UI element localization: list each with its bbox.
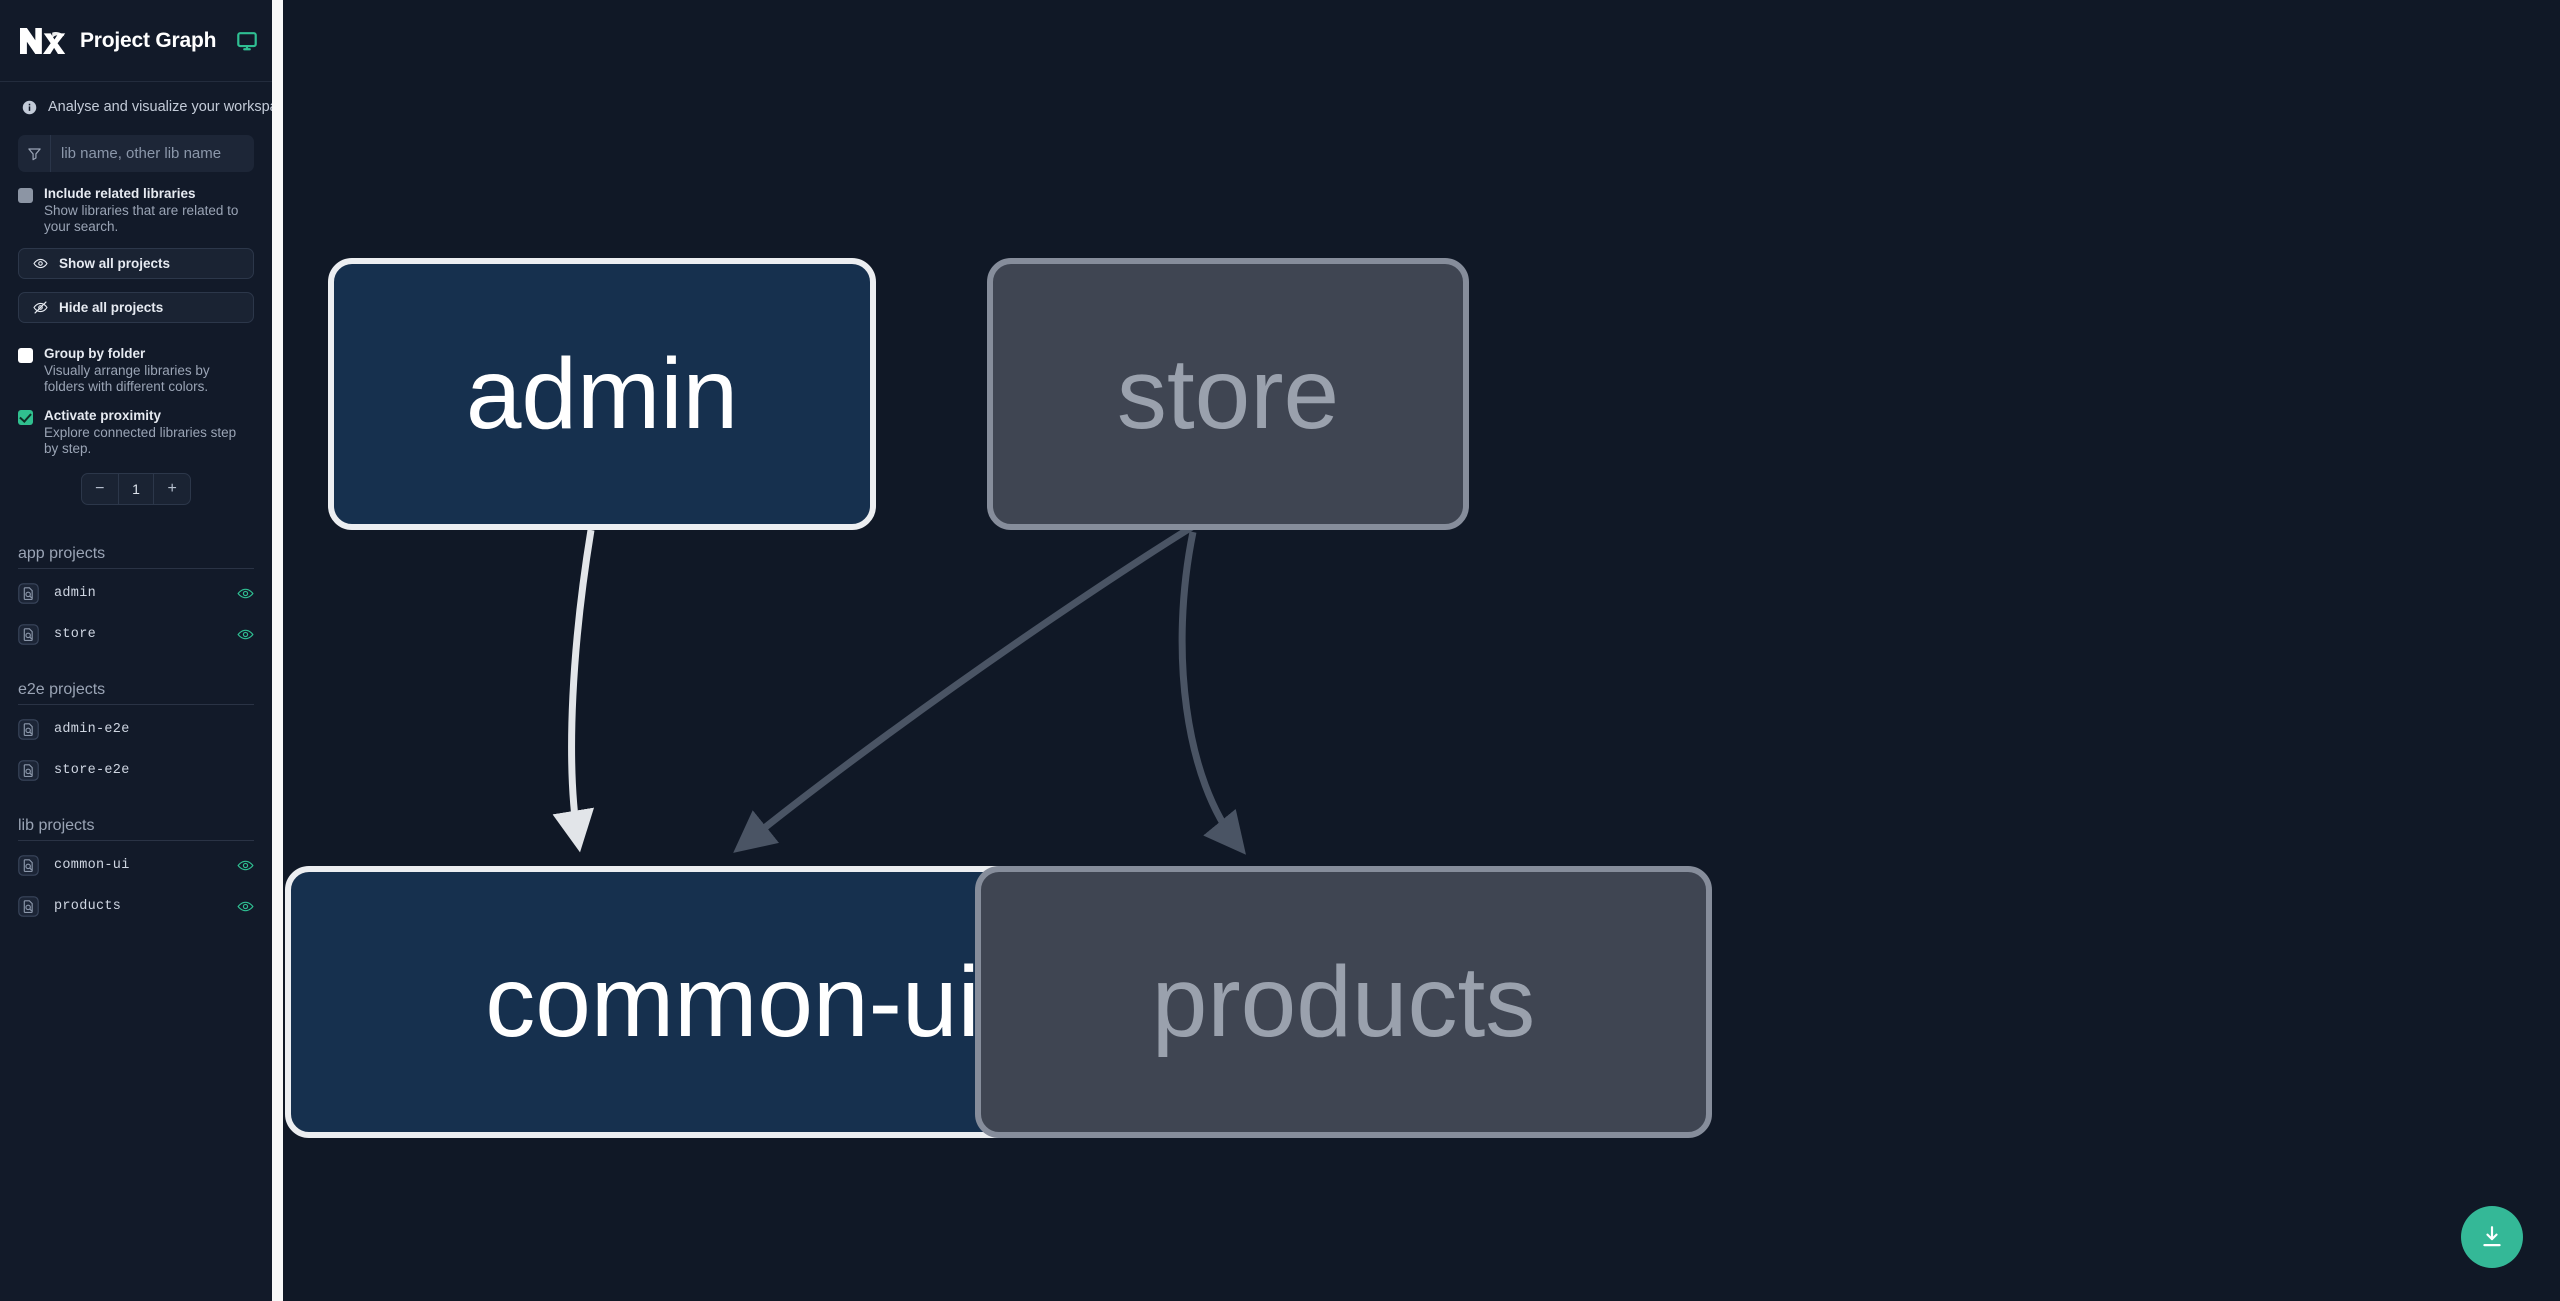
option-description: Explore connected libraries step by step… (44, 425, 237, 456)
proximity-stepper[interactable]: − 1 + (81, 473, 191, 505)
eye-icon (33, 258, 48, 269)
option-group-by-folder[interactable]: Group by folder Visually arrange librari… (0, 323, 272, 395)
project-file-icon (18, 719, 39, 740)
group-divider (18, 840, 254, 841)
graph-node-store[interactable]: store (987, 258, 1469, 530)
proximity-value: 1 (117, 474, 155, 504)
eye-icon[interactable] (237, 857, 254, 874)
option-texts: Include related libraries Show libraries… (44, 185, 252, 235)
project-name: store-e2e (54, 763, 130, 778)
project-file-icon (18, 760, 39, 781)
spacer (0, 791, 272, 817)
graph-node-label: store (1116, 338, 1340, 450)
info-icon (22, 100, 37, 114)
group-title-e2e-projects: e2e projects (18, 681, 106, 698)
download-icon (2483, 1226, 2501, 1247)
group-divider (18, 704, 254, 705)
project-row-store[interactable]: store (0, 614, 272, 655)
nx-logo-icon (20, 27, 66, 54)
option-description: Visually arrange libraries by folders wi… (44, 363, 210, 394)
eye-icon[interactable] (237, 898, 254, 915)
project-name: common-ui (54, 858, 130, 873)
option-activate-proximity[interactable]: Activate proximity Explore connected lib… (0, 395, 272, 457)
edge-store-to-products (1178, 531, 1246, 855)
option-include-related-libraries[interactable]: Include related libraries Show libraries… (0, 172, 272, 235)
download-graph-button[interactable] (2461, 1206, 2523, 1268)
project-file-icon (18, 896, 39, 917)
project-name: products (54, 899, 122, 914)
eye-icon[interactable] (237, 585, 254, 602)
project-name: admin-e2e (54, 722, 130, 737)
project-row-admin[interactable]: admin (0, 573, 272, 614)
checkbox-activate-proximity[interactable] (18, 410, 33, 425)
checkbox-include-related-libraries[interactable] (18, 188, 33, 203)
eye-off-icon (33, 301, 48, 314)
project-name: store (54, 627, 97, 642)
filter-icon (27, 148, 41, 161)
graph-node-products[interactable]: products (975, 866, 1712, 1138)
search-box[interactable] (18, 135, 254, 172)
project-row-common-ui[interactable]: common-ui (0, 845, 272, 886)
option-texts: Activate proximity Explore connected lib… (44, 407, 252, 457)
graph-node-label: products (1151, 946, 1536, 1058)
tagline-row: Analyse and visualize your workspace. (0, 82, 272, 115)
filter-icon-box (18, 135, 51, 172)
graph-canvas[interactable]: admin store common-ui products (272, 0, 2560, 1301)
group-title-lib-projects: lib projects (18, 817, 95, 834)
option-texts: Group by folder Visually arrange librari… (44, 345, 252, 395)
proximity-decrement-button[interactable]: − (95, 480, 105, 497)
search-input[interactable] (51, 135, 254, 172)
project-file-icon (18, 583, 39, 604)
project-file-icon (18, 855, 39, 876)
graph-node-admin[interactable]: admin (328, 258, 876, 530)
option-label: Include related libraries (44, 186, 196, 201)
graph-node-label: common-ui (485, 946, 980, 1058)
page-title: Project Graph (80, 28, 217, 52)
monitor-icon[interactable] (236, 30, 258, 52)
tagline-text: Analyse and visualize your workspace. (48, 99, 272, 115)
proximity-increment-button[interactable]: + (167, 480, 177, 497)
checkbox-group-by-folder[interactable] (18, 348, 33, 363)
hide-all-projects-label: Hide all projects (59, 300, 164, 315)
sidebar-header: Project Graph (0, 0, 272, 82)
show-all-projects-label: Show all projects (59, 256, 171, 271)
project-row-store-e2e[interactable]: store-e2e (0, 750, 272, 791)
project-list[interactable]: app projects admin (0, 505, 272, 1301)
option-label: Activate proximity (44, 408, 162, 423)
option-description: Show libraries that are related to your … (44, 203, 239, 234)
project-name: admin (54, 586, 97, 601)
edge-admin-to-common-ui (552, 529, 595, 853)
sidebar-resize-handle[interactable] (272, 0, 283, 1301)
project-row-admin-e2e[interactable]: admin-e2e (0, 709, 272, 750)
spacer (0, 655, 272, 681)
group-divider (18, 568, 254, 569)
project-row-products[interactable]: products (0, 886, 272, 927)
sidebar: Project Graph Analyse and visualize your… (0, 0, 272, 1301)
hide-all-projects-button[interactable]: Hide all projects (18, 292, 254, 323)
show-all-projects-button[interactable]: Show all projects (18, 248, 254, 279)
project-file-icon (18, 624, 39, 645)
graph-node-label: admin (465, 338, 739, 450)
group-title-app-projects: app projects (18, 545, 106, 562)
eye-icon[interactable] (237, 626, 254, 643)
option-label: Group by folder (44, 346, 146, 361)
